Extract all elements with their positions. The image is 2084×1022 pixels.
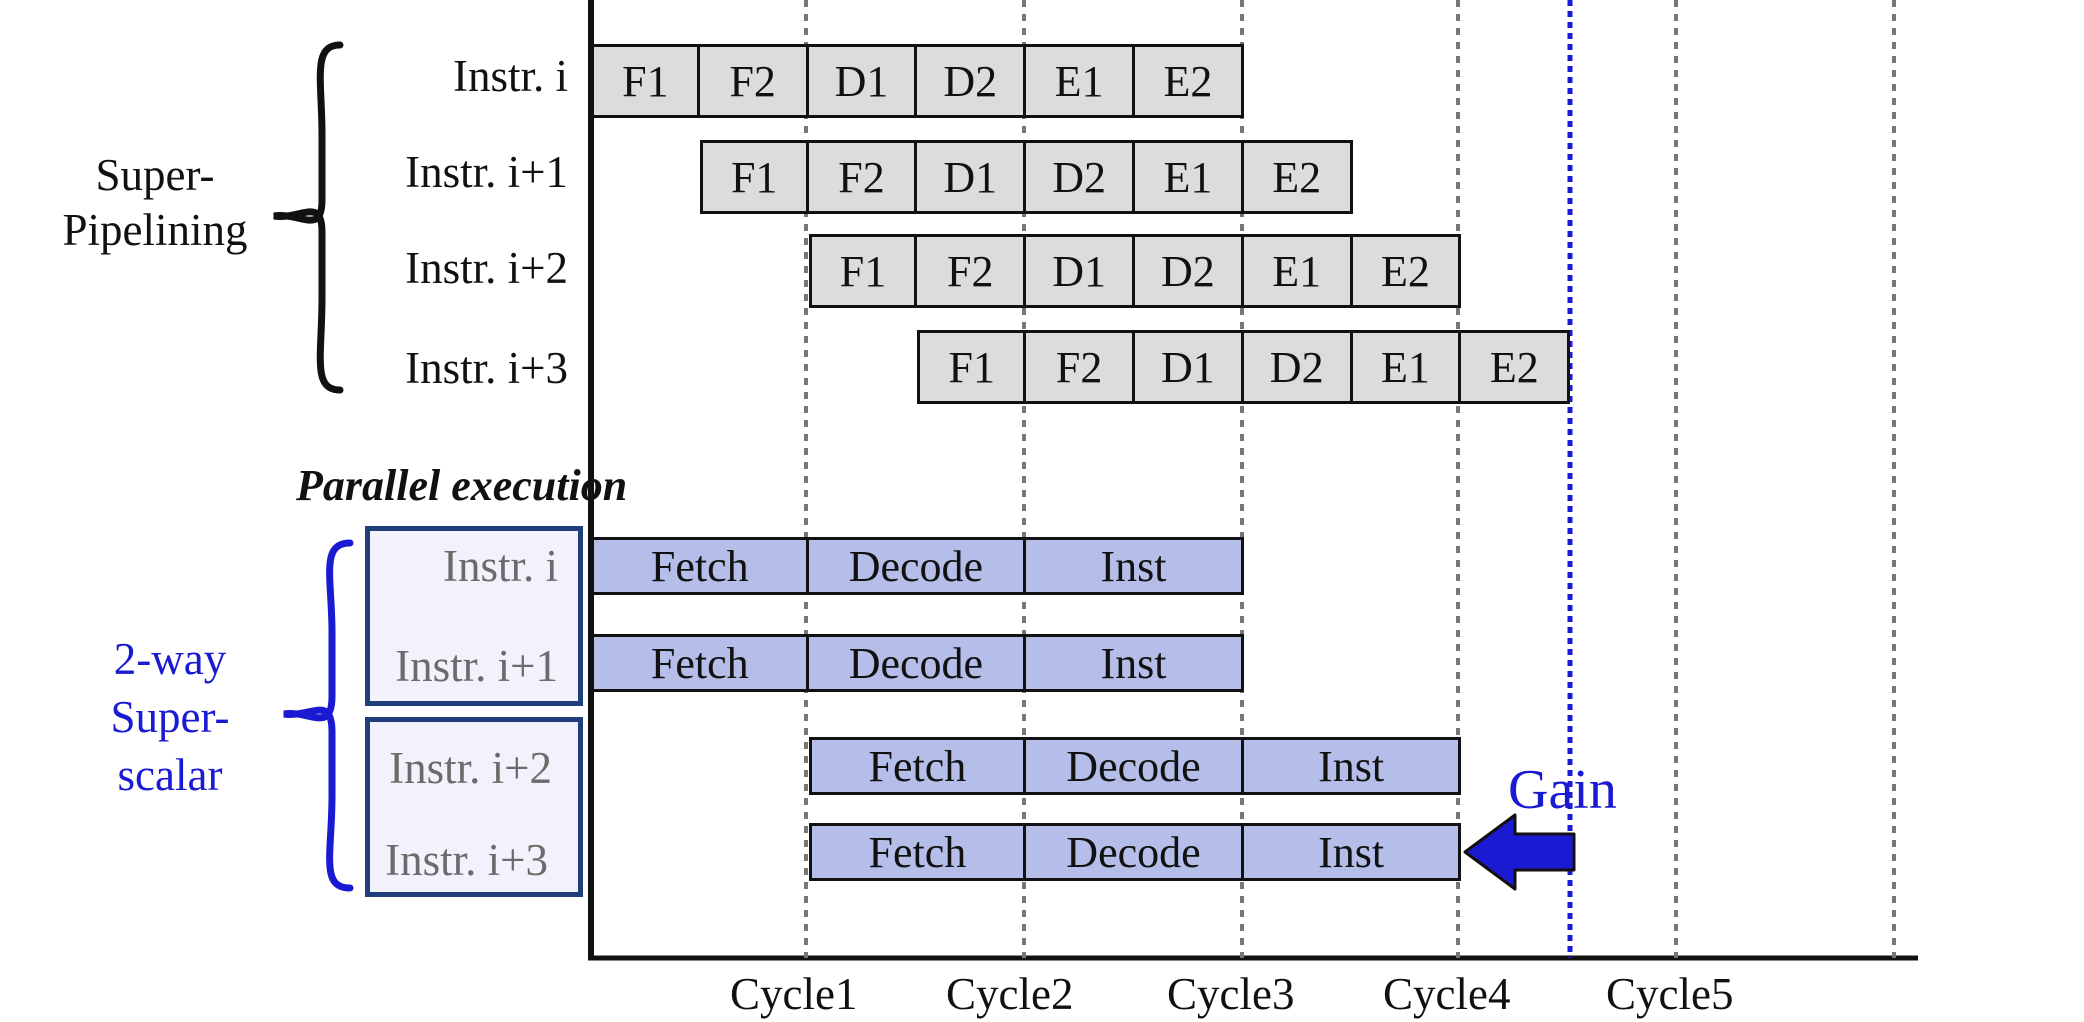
sp-stage-cell: F1 (808, 234, 918, 308)
sp-stage-cell: E1 (1240, 234, 1353, 308)
ss-stage-cell: Fetch (591, 634, 809, 692)
parallel-execution-title: Parallel execution (296, 461, 628, 510)
sp-row-label-2: Instr. i+2 (405, 243, 568, 293)
superscalar-label-line2: Super- (110, 692, 230, 742)
ss-stage-cell: Decode (805, 634, 1027, 692)
superscalar-label-line1: 2-way (113, 634, 227, 684)
superpipelining-label-line1: Super- (95, 150, 215, 200)
sp-stage-cell: F2 (696, 44, 809, 118)
superscalar-group-box-2 (365, 717, 583, 897)
ss-stage-cell: Inst (1240, 737, 1462, 795)
cycle-label-2: Cycle2 (946, 969, 1074, 1019)
sp-stage-cell: F2 (1023, 330, 1135, 404)
superpipelining-label-line2: Pipelining (62, 205, 248, 255)
sp-stage-cell: E2 (1349, 234, 1462, 308)
superscalar-label-line3: scalar (117, 750, 223, 800)
sp-stage-cell: F2 (805, 140, 918, 214)
superscalar-brace (283, 539, 354, 892)
sp-stage-cell: D1 (1132, 330, 1244, 404)
superpipelining-label: Super- Pipelining (40, 148, 270, 258)
sp-stage-cell: E1 (1349, 330, 1462, 404)
sp-row-label-3: Instr. i+3 (405, 343, 568, 393)
ss-stage-cell: Inst (1023, 537, 1244, 595)
ss-stage-cell: Decode (805, 537, 1027, 595)
sp-stage-cell: D2 (1132, 234, 1244, 308)
sp-stage-cell: D2 (1240, 330, 1353, 404)
ss-stage-cell: Decode (1023, 823, 1244, 881)
sp-stage-cell: E1 (1132, 140, 1244, 214)
ss-row-label-3: Instr. i+3 (385, 835, 548, 885)
sp-row-label-0: Instr. i (452, 51, 568, 101)
sp-stage-cell: E2 (1458, 330, 1571, 404)
sp-stage-cell: E2 (1240, 140, 1353, 214)
ss-stage-cell: Decode (1023, 737, 1244, 795)
sp-stage-cell: F1 (917, 330, 1027, 404)
superscalar-label: 2-way Super- scalar (70, 630, 270, 804)
sp-stage-cell: F1 (699, 140, 809, 214)
ss-row-label-1: Instr. i+1 (395, 641, 558, 691)
ss-stage-cell: Fetch (591, 537, 809, 595)
gain-arrow-icon (1463, 813, 1576, 891)
cycle-label-1: Cycle1 (730, 969, 858, 1019)
ss-row-label-0: Instr. i (442, 541, 558, 591)
sp-stage-cell: D1 (805, 44, 918, 118)
sp-stage-cell: E1 (1023, 44, 1135, 118)
ss-stage-cell: Inst (1023, 634, 1244, 692)
gain-label: Gain (1508, 759, 1617, 821)
sp-stage-cell: F2 (914, 234, 1027, 308)
sp-stage-cell: D2 (1023, 140, 1135, 214)
sp-stage-cell: D1 (914, 140, 1027, 214)
sp-stage-cell: F1 (591, 44, 700, 118)
ss-stage-cell: Fetch (808, 737, 1027, 795)
sp-stage-cell: E2 (1132, 44, 1244, 118)
superpipelining-brace (273, 41, 344, 394)
cycle-label-5: Cycle5 (1606, 969, 1734, 1019)
cycle-label-3: Cycle3 (1167, 969, 1295, 1019)
superscalar-group-box-1 (365, 526, 583, 706)
sp-stage-cell: D1 (1023, 234, 1135, 308)
sp-stage-cell: D2 (914, 44, 1027, 118)
cycle-label-4: Cycle4 (1383, 969, 1511, 1019)
sp-row-label-1: Instr. i+1 (405, 147, 568, 197)
ss-stage-cell: Fetch (808, 823, 1027, 881)
ss-stage-cell: Inst (1240, 823, 1462, 881)
ss-row-label-2: Instr. i+2 (389, 743, 552, 793)
